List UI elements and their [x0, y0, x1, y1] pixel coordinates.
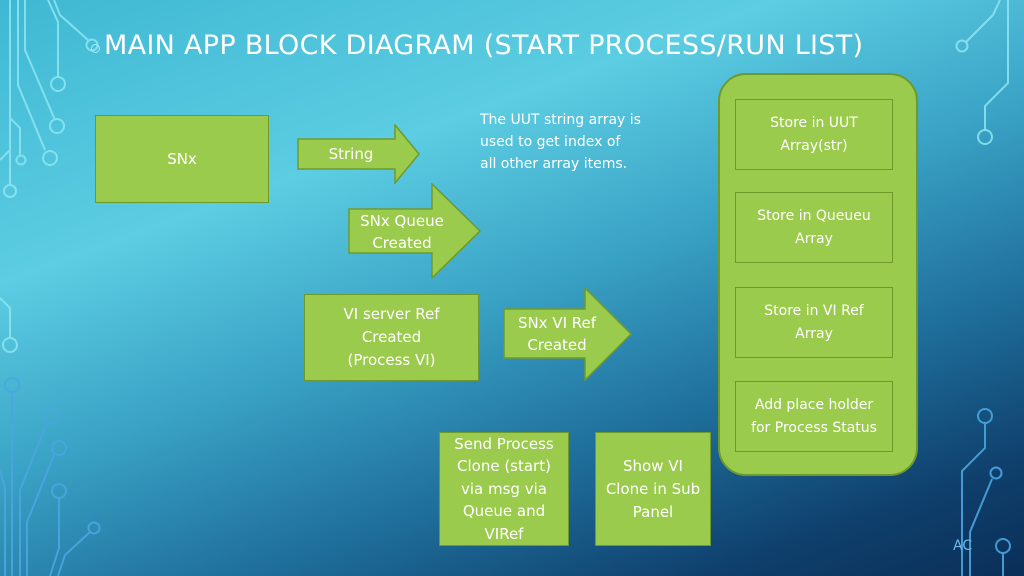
string-arrow: String	[297, 124, 421, 184]
arrow-shape-icon	[503, 287, 633, 381]
circuit-trace	[0, 149, 11, 161]
circuit-node	[977, 408, 993, 424]
show-vi-clone-box: Show VI Clone in Sub Panel	[595, 432, 711, 546]
circuit-node	[42, 150, 58, 166]
vi-server-ref-label: VI server Ref Created (Process VI)	[343, 305, 440, 369]
uut-array-note: The UUT string array is used to get inde…	[480, 112, 641, 172]
circuit-trace	[17, 0, 46, 151]
circuit-node	[995, 538, 1011, 554]
snx-vi-ref-arrow-label: SNx VI Ref Created	[517, 314, 597, 354]
process-status-placeholder-box: Add place holder for Process Status	[735, 381, 893, 452]
store-uut-array-label: Store in UUT Array(str)	[770, 114, 858, 154]
vi-server-ref-box: VI server Ref Created (Process VI)	[304, 294, 479, 381]
slide-title: MAIN APP BLOCK DIAGRAM (START PROCESS/RU…	[104, 30, 864, 61]
circuit-trace	[26, 454, 55, 576]
store-uut-array-box: Store in UUT Array(str)	[735, 99, 893, 170]
circuit-node	[2, 337, 18, 353]
circuit-node	[989, 466, 1003, 480]
arrow-shape-icon	[348, 183, 482, 279]
circuit-node	[87, 521, 101, 535]
store-vi-ref-array-label: Store in VI Ref Array	[764, 302, 864, 342]
send-process-clone-box: Send Process Clone (start) via msg via Q…	[439, 432, 569, 546]
circuit-node	[15, 154, 27, 166]
circuit-trace	[57, 531, 91, 576]
snx-box-label: SNx	[167, 149, 197, 168]
circuit-trace	[965, 0, 1001, 43]
circuit-node	[50, 76, 66, 92]
circuit-node	[977, 129, 993, 145]
store-queue-array-box: Store in Queueu Array	[735, 192, 893, 263]
circuit-trace	[0, 469, 6, 576]
circuit-trace	[49, 498, 60, 576]
snx-queue-arrow-label: SNx Queue Created	[360, 212, 444, 252]
circuit-node	[51, 440, 67, 456]
store-queue-array-label: Store in Queueu Array	[757, 207, 871, 247]
store-vi-ref-array-box: Store in VI Ref Array	[735, 287, 893, 358]
title-bullet-icon	[91, 44, 100, 53]
circuit-trace	[0, 297, 11, 337]
process-status-placeholder-label: Add place holder for Process Status	[751, 396, 877, 436]
circuit-trace	[24, 0, 56, 121]
circuit-trace	[53, 0, 89, 41]
snx-vi-ref-arrow: SNx VI Ref Created	[503, 287, 633, 381]
circuit-trace	[19, 422, 48, 576]
circuit-node	[955, 39, 969, 53]
arrow-shape-icon	[297, 124, 420, 184]
snx-box: SNx	[95, 115, 269, 203]
array-storage-container	[718, 73, 918, 476]
circuit-node	[51, 483, 67, 499]
circuit-trace	[984, 0, 1009, 130]
circuit-node	[3, 184, 17, 198]
show-vi-clone-label: Show VI Clone in Sub Panel	[605, 456, 701, 521]
circuit-trace	[9, 117, 21, 155]
circuit-node	[4, 377, 20, 393]
circuit-node	[44, 408, 60, 424]
snx-queue-arrow: SNx Queue Created	[348, 183, 482, 279]
send-process-clone-label: Send Process Clone (start) via msg via Q…	[454, 434, 554, 543]
circuit-trace	[47, 0, 59, 77]
circuit-node	[49, 118, 65, 134]
circuit-trace	[969, 478, 993, 576]
string-arrow-label: String	[328, 145, 374, 163]
footer-initials: AC	[953, 538, 973, 554]
